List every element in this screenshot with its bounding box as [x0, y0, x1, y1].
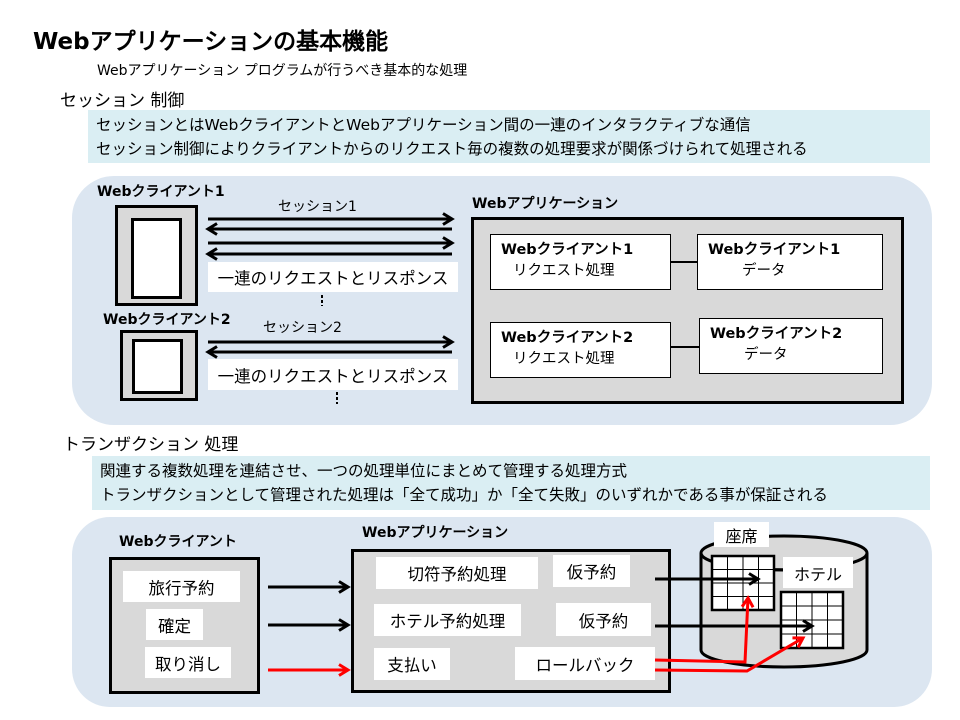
process-box-title: Webクライアント2: [501, 330, 634, 346]
process-box-subtitle: リクエスト処理: [513, 351, 615, 367]
process-box-subtitle: リクエスト処理: [513, 263, 615, 279]
client-2-request-process-box: Webクライアント2 リクエスト処理: [490, 322, 671, 378]
process-box-title: Webクライアント1: [501, 242, 634, 258]
data-box-subtitle: データ: [742, 263, 786, 279]
client-2-data-box: Webクライアント2 データ: [699, 318, 883, 374]
client-2-screen: [132, 339, 183, 394]
transaction-description-line: トランザクションとして管理された処理は「全て成功」か「全て失敗」のいずれかである…: [100, 486, 828, 504]
ticket-provisional-result: 仮予約: [553, 555, 630, 587]
action-cancel[interactable]: 取り消し: [145, 647, 231, 678]
seat-table-label: 座席: [714, 522, 769, 547]
session-description-line: セッションとはWebクライアントとWebアプリケーション間の一連のインタラクティ…: [96, 116, 751, 134]
client-1-request-process-box: Webクライアント1 リクエスト処理: [490, 234, 671, 290]
rollback-result: ロールバック: [515, 647, 655, 680]
session-1-exchange-label: 一連のリクエストとリスポンス: [208, 262, 458, 292]
data-box-subtitle: データ: [744, 347, 788, 363]
session-2-exchange-label: 一連のリクエストとリスポンス: [208, 359, 458, 390]
client-1-data-box: Webクライアント1 データ: [697, 234, 883, 290]
client-2-label: Webクライアント2: [103, 312, 231, 328]
session-1-label: セッション1: [278, 199, 357, 215]
session-description: セッションとはWebクライアントとWebアプリケーション間の一連のインタラクティ…: [88, 110, 930, 163]
data-box-title: Webクライアント1: [708, 242, 841, 258]
payment-process: 支払い: [374, 648, 450, 680]
hotel-reservation-process: ホテル予約処理: [374, 604, 521, 636]
transaction-heading: トランザクション 処理: [63, 435, 239, 455]
client-1-label: Webクライアント1: [97, 184, 225, 200]
action-confirm[interactable]: 確定: [146, 609, 203, 640]
ticket-reservation-process: 切符予約処理: [376, 557, 538, 589]
transaction-client-label: Webクライアント: [119, 534, 237, 550]
session-app-label: Webアプリケーション: [472, 196, 619, 212]
action-book-trip[interactable]: 旅行予約: [123, 571, 240, 602]
hotel-table-label: ホテル: [783, 557, 853, 588]
transaction-description: 関連する複数処理を連結させ、一つの処理単位にまとめて管理する処理方式 トランザク…: [92, 456, 930, 510]
page-subtitle: Webアプリケーション プログラムが行うべき基本的な処理: [97, 63, 468, 79]
session-2-label: セッション2: [263, 320, 342, 336]
hotel-provisional-result: 仮予約: [556, 603, 651, 636]
transaction-description-line: 関連する複数処理を連結させ、一つの処理単位にまとめて管理する処理方式: [100, 462, 628, 480]
data-box-title: Webクライアント2: [710, 326, 843, 342]
session-description-line: セッション制御によりクライアントからのリクエスト毎の複数の処理要求が関係づけられ…: [96, 140, 808, 158]
transaction-app-label: Webアプリケーション: [362, 525, 509, 541]
page-title: Webアプリケーションの基本機能: [33, 29, 389, 55]
client-1-screen: [131, 218, 182, 299]
session-heading: セッション 制御: [60, 91, 185, 111]
